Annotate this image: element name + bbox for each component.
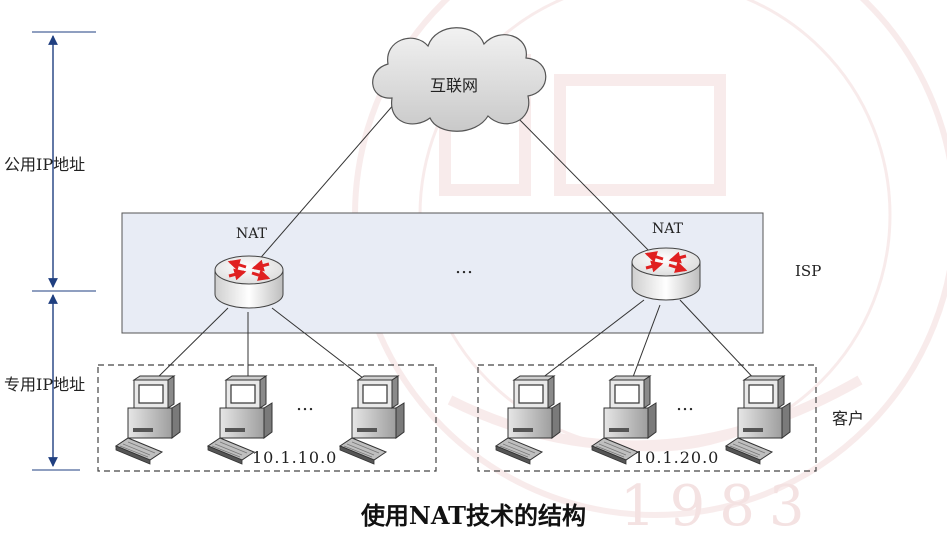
- host-ellipsis-left: …: [296, 394, 314, 415]
- internet-cloud: [372, 27, 547, 132]
- clients-label: 客户: [832, 409, 865, 428]
- watermark-year: 1983: [620, 474, 819, 537]
- client-computer: [725, 375, 791, 465]
- link-internet-nat-right: [511, 111, 661, 263]
- client-computer: [115, 375, 181, 465]
- link-internet-nat-left: [249, 102, 396, 271]
- client-group-right: [477, 364, 817, 472]
- nat-router-right: [632, 248, 700, 300]
- link-nat-right-pc2: [629, 304, 661, 386]
- network-address-right: 10.1.20.0: [634, 448, 720, 467]
- internet-label: 互联网: [430, 76, 479, 95]
- nat-label-right: NAT: [652, 221, 683, 237]
- link-nat-right-pc3: [679, 299, 761, 386]
- private-ip-label: 专用IP地址: [4, 375, 86, 394]
- address-scope-axis: [32, 31, 96, 471]
- nat-label-left: NAT: [236, 226, 267, 242]
- network-address-left: 10.1.10.0: [252, 448, 338, 467]
- client-group-left: [97, 364, 437, 472]
- host-ellipsis-right: …: [676, 394, 694, 415]
- router-ellipsis: …: [455, 257, 473, 278]
- link-nat-right-pc1: [532, 299, 645, 386]
- client-computer: [339, 375, 405, 465]
- link-nat-left-pc1: [149, 307, 229, 386]
- isp-label: ISP: [795, 262, 822, 280]
- public-ip-label: 公用IP地址: [4, 155, 86, 174]
- nat-router-left: [215, 256, 283, 308]
- client-computer: [495, 375, 561, 465]
- diagram-caption: 使用NAT技术的结构: [360, 501, 587, 530]
- links: [149, 102, 761, 386]
- link-nat-left-pc3: [271, 307, 373, 386]
